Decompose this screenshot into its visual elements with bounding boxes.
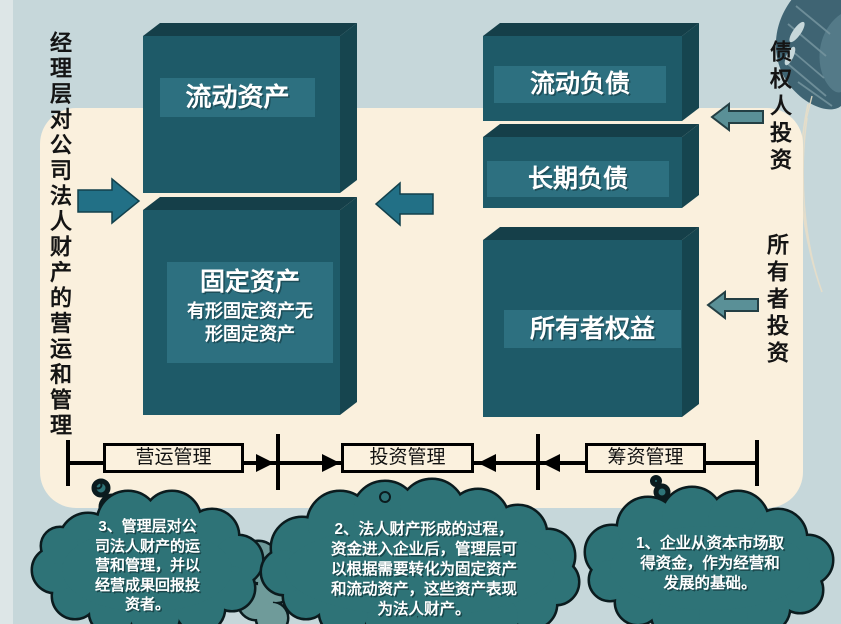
fixed-assets-label: 固定资产 [199, 268, 300, 296]
note1-text: 1、企业从资本市场取 得资金，作为经营和 发展的基础。 [635, 535, 785, 592]
financing-management-label: 筹资管理 [585, 443, 706, 473]
note2-cloud-shape [259, 477, 581, 624]
owner-investment-caption: 所有者投资 [764, 233, 789, 368]
fixed-assets-sublabel: 有形固定资产无 形固定资产 [187, 301, 313, 344]
long-term-liabilities-label: 长期负债 [487, 161, 669, 197]
axis-arrowheads [256, 454, 560, 472]
creditor-invest-arrow-icon [710, 101, 764, 133]
operations-management-label: 营运管理 [103, 443, 244, 473]
management-arrow-icon [77, 177, 141, 225]
creditor-investment-caption: 债权人投资 [767, 40, 792, 175]
fixed-assets-panel: 固定资产 有形固定资产无 形固定资产 [167, 262, 333, 363]
left-margin-strip [0, 0, 13, 624]
current-assets-label: 流动资产 [160, 78, 315, 117]
current-liabilities-label: 流动负债 [494, 66, 666, 103]
note3-cloud-shape [30, 478, 265, 624]
investment-management-label: 投资管理 [341, 443, 474, 473]
leaf-icon [775, 0, 841, 293]
owners-equity-label: 所有者权益 [504, 310, 681, 348]
note2-text: 2、法人财产形成的过程， 资金进入企业后，管理层可 以根据需要转化为固定资产 和… [330, 521, 517, 618]
conversion-arrow-icon [374, 181, 434, 227]
owner-invest-arrow-icon [706, 289, 759, 321]
note1-cloud-shape [583, 475, 835, 624]
left-management-caption: 经理层对公司法人财产的营运和管理 [47, 31, 72, 439]
note3-text: 3、管理层对公 司法人财产的运 营和管理，并以 经营成果回报投 资者。 [94, 518, 200, 613]
